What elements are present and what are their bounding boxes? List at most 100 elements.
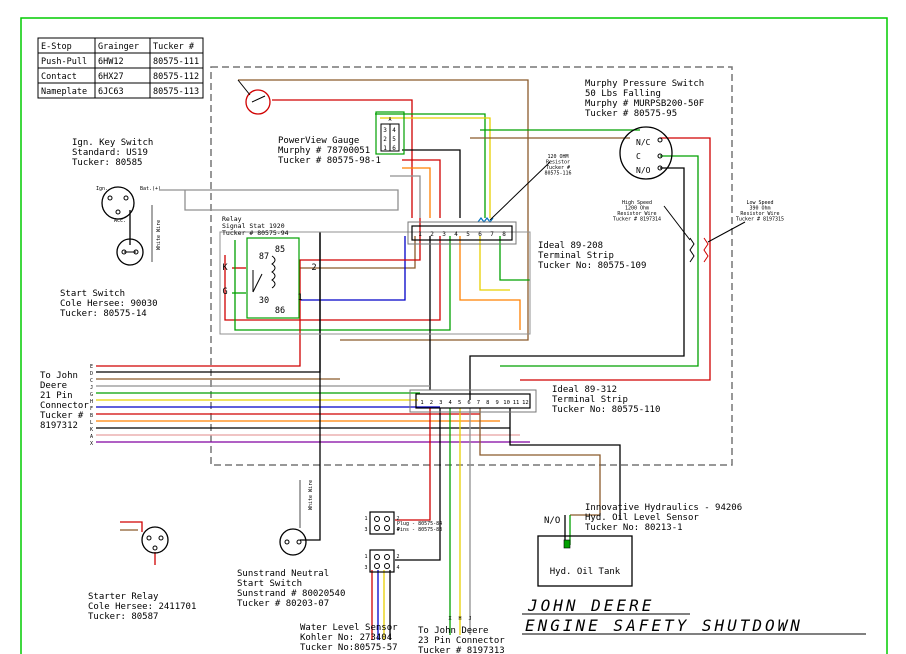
wire-to-tank [509, 408, 621, 520]
wire-ts-d [499, 236, 530, 281]
jd21-pin-letter: A [90, 434, 93, 440]
ign-key-switch: Ign.Bat.(+)Acc. [96, 186, 161, 224]
wire-orange-gauge [402, 167, 431, 218]
neutral-switch-label: Start Switch [237, 579, 302, 589]
jd23-pin-letter: H [458, 616, 461, 622]
low-speed-label: Resistor Wire [740, 211, 779, 217]
sensor-body [369, 549, 395, 573]
estop-lead [237, 79, 251, 96]
hydraulics-label: Tucker No: 80213-1 [585, 523, 683, 533]
plug-pin-number: 3 [364, 527, 367, 533]
starter-relay-body [141, 526, 169, 554]
table-cell: Nameplate [41, 87, 87, 97]
wire-ts-c [479, 236, 510, 291]
ts312-label: Terminal Strip [552, 395, 628, 405]
wire-down-brown [479, 408, 601, 516]
ts312-terminal: 11 [513, 400, 520, 406]
ts312-back [409, 389, 537, 413]
low-speed-label: Low Speed [746, 200, 773, 206]
key-terminal [123, 195, 129, 201]
jd21-label: To John [40, 371, 78, 381]
ign-key-switch-label: Standard: US19 [72, 148, 148, 158]
relay-pin-label: 85 [275, 245, 285, 255]
table-cell: Push-Pull [41, 57, 87, 67]
wire-jd21-e [96, 218, 421, 367]
ts208-terminal: 3 [442, 231, 446, 238]
jd21-pin-letter: C [90, 378, 93, 384]
ts312-terminal: 9 [496, 400, 499, 406]
relay-label: Tucker # 80575-94 [222, 229, 289, 237]
estop-contact [251, 95, 266, 103]
gauge-pin-label: 6 [392, 145, 396, 152]
jd21-label: Tucker # [40, 411, 84, 421]
starter-terminal [146, 535, 152, 541]
jd21-pin-letter: H [90, 399, 93, 405]
start-switch-label: Tucker: 80575-14 [60, 309, 147, 319]
hyd-oil-tank [537, 535, 633, 587]
ts208-terminal: 6 [478, 231, 482, 238]
ts312-label: Ideal 89-312 [552, 385, 617, 395]
ign-key-switch-label: Ign. Key Switch [72, 138, 153, 148]
sensor-pin-number: 4 [396, 565, 399, 571]
relay-wire-label: G [222, 287, 227, 297]
jd21-pin-letter: B [90, 413, 93, 419]
ts208-label: Ideal 89-208 [538, 241, 603, 251]
table-cell: 6HX27 [98, 72, 124, 82]
ign-key-switch-label: Tucker: 80585 [72, 158, 142, 168]
table-header-cell: E-Stop [41, 42, 72, 52]
relay-label: Signal Stat 1920 [222, 222, 285, 230]
wire-murphy-nc [520, 137, 711, 381]
leader-line [707, 221, 746, 243]
sensor-pin [374, 554, 380, 560]
relay-housing [219, 231, 531, 335]
wire-red-gauge [402, 159, 441, 218]
resistor-120-label: Tucker # [546, 165, 570, 171]
sensor-no-label: N/O [544, 516, 560, 526]
start-switch-label: Cole Hersee: 90030 [60, 299, 158, 309]
resistor-120-label: 120 OHM [547, 154, 568, 160]
ts312-body [415, 393, 531, 409]
leader-line [663, 205, 691, 241]
starter-relay-label: Starter Relay [88, 592, 159, 602]
hydraulics-label: Innovative Hydraulics - 94206 [585, 503, 742, 513]
gauge-pin-label: A [388, 117, 391, 123]
water-sensor-label: Tucker No:80575-57 [300, 643, 398, 653]
plug-pin [384, 525, 390, 531]
neutral-switch-label: Sunstrand # 80020540 [237, 589, 345, 599]
high-speed-label: High Speed [622, 200, 652, 206]
table-cell: 6HW12 [98, 57, 124, 67]
ts208-terminal: 5 [466, 231, 470, 238]
control-box-outline [210, 66, 733, 466]
ts312-label: Tucker No: 80575-110 [552, 405, 660, 415]
sensor-pin-number: 1 [364, 554, 367, 560]
low-speed-label: Tucker # 8197315 [736, 217, 784, 223]
murphy-switch-body [619, 126, 673, 180]
starter-terminal [152, 545, 158, 551]
ts312-terminal: 1 [420, 400, 423, 406]
relay-coil [271, 255, 276, 289]
jd21-pin-letter: J [90, 385, 93, 391]
high-speed-label: 1200 Ohm [625, 206, 649, 212]
neutral-switch-body [279, 528, 307, 556]
ts208-back [407, 221, 517, 245]
jd21-pin-letter: F [90, 406, 93, 412]
table-cell: 80575-113 [153, 87, 199, 97]
switch-contact-label: N/C [636, 138, 651, 147]
jd23-label: Tucker # 8197313 [418, 646, 505, 654]
ts208-label: Tucker No: 80575-109 [538, 261, 646, 271]
key-terminal [107, 195, 113, 201]
tank-sensor [563, 539, 571, 549]
ts312-terminal: 2 [430, 400, 433, 406]
gauge-shell [375, 111, 405, 155]
wire-relay-2 [300, 236, 416, 269]
plug-pin-number: 4 [396, 527, 399, 533]
powerview-gauge-label: Tucker # 80575-98-1 [278, 156, 381, 166]
jd21-label: Deere [40, 381, 67, 391]
powerview-gauge-label: PowerView Gauge [278, 136, 359, 146]
